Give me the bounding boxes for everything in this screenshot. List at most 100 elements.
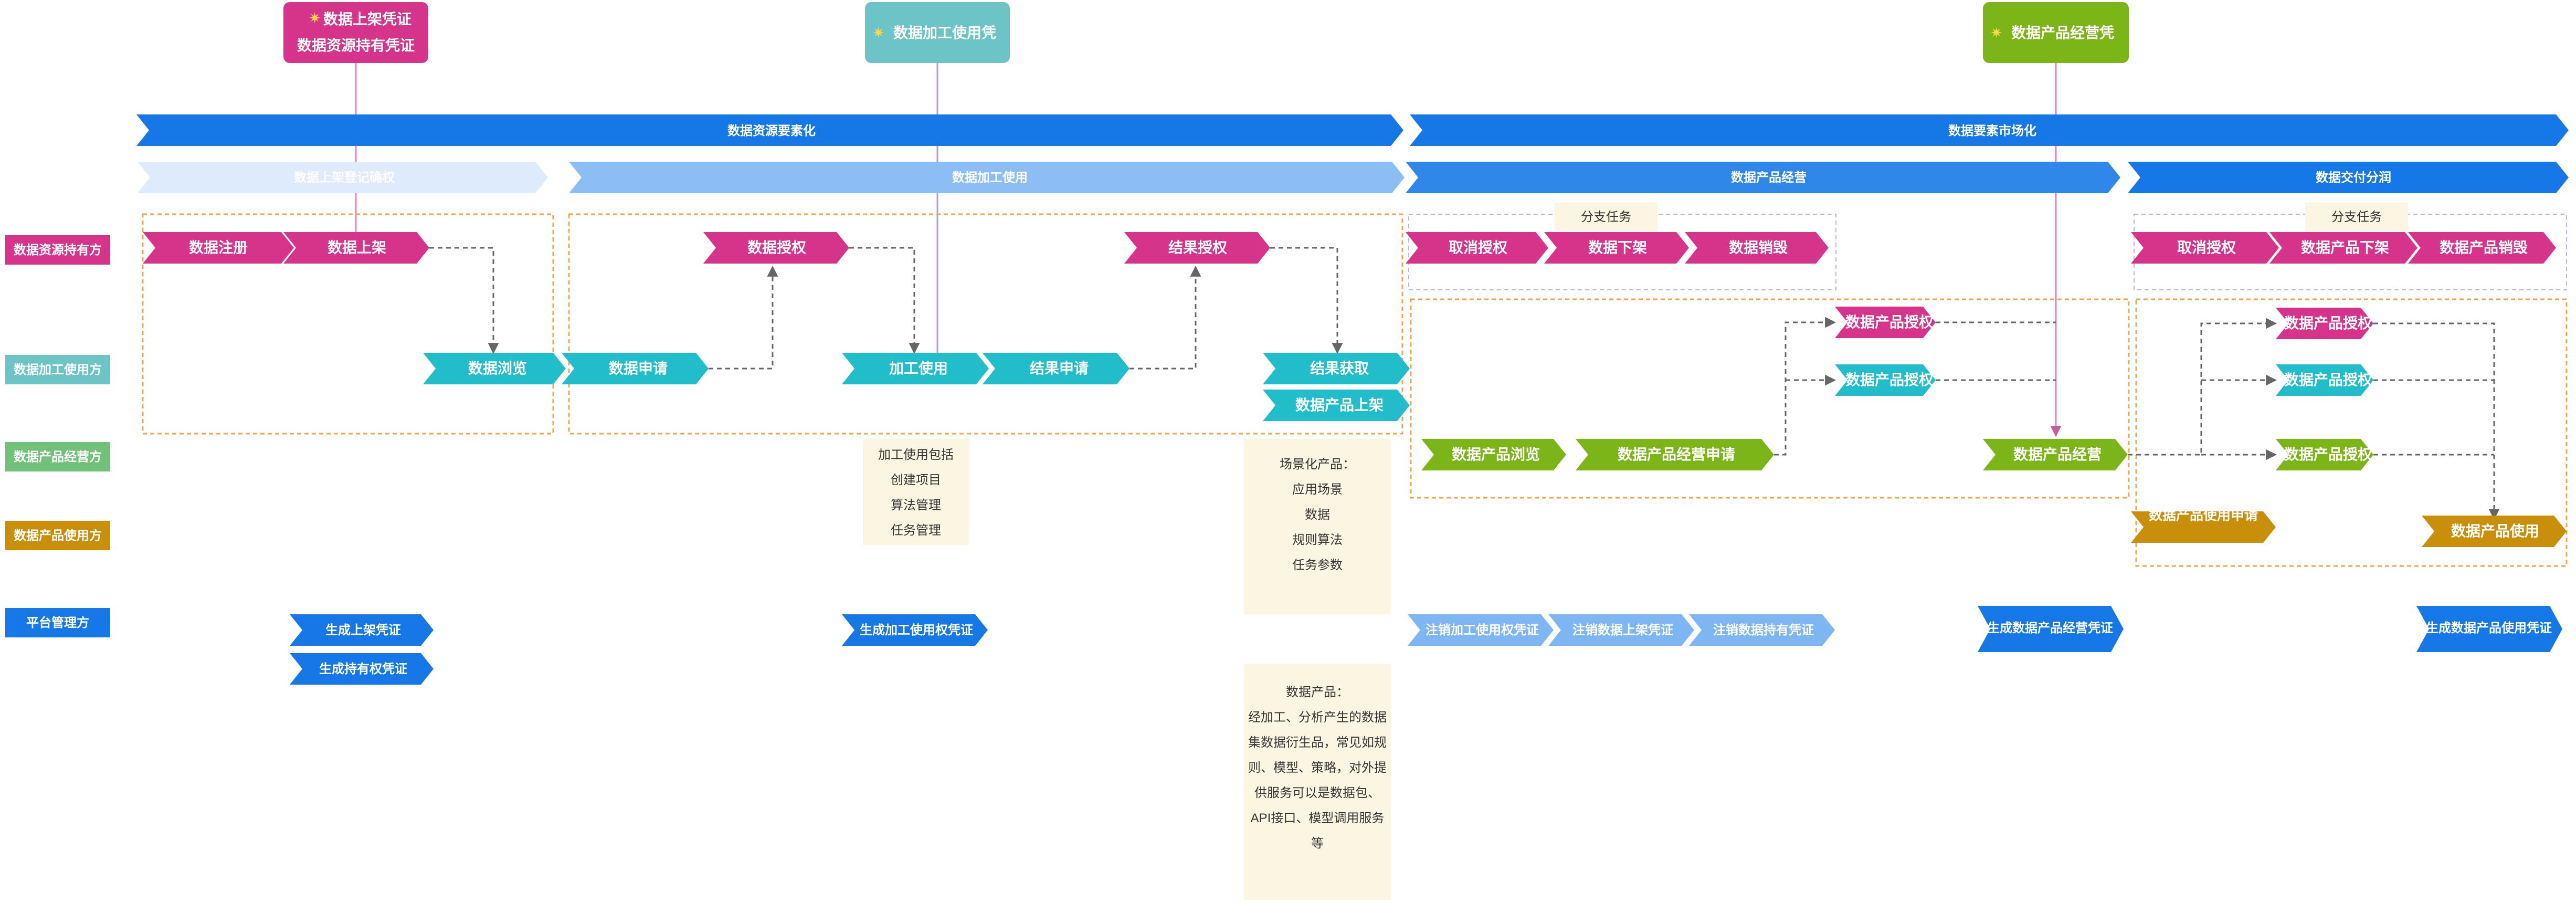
phase-bar-resource <box>136 114 1403 146</box>
subphase-bar-register <box>138 162 548 193</box>
step-process-use-label: 加工使用 <box>889 360 948 376</box>
step-gen-product-use-voucher[interactable]: 生成数据产品使用凭证 <box>2416 606 2562 652</box>
step-process-use[interactable]: 加工使用 <box>842 353 989 384</box>
branch-tag-1: 分支任务 <box>1581 210 1631 224</box>
step-gen-process-voucher-label: 生成加工使用权凭证 <box>860 623 973 637</box>
phase-bar-market <box>1410 114 2569 146</box>
step-product-operate[interactable]: 数据产品经营 <box>1983 439 2128 470</box>
step-product-auth-operator-2[interactable]: 数据产品授权 <box>2276 439 2373 470</box>
step-product-browse[interactable]: 数据产品浏览 <box>1421 439 1566 470</box>
phase-bar-resource-label: 数据资源要素化 <box>727 123 816 138</box>
step-authorize-label: 数据授权 <box>747 239 806 256</box>
role-platform-box <box>5 608 110 637</box>
note-scenario-line: 场景化产品： <box>1280 457 1355 471</box>
note-product-line: 数据产品： <box>1286 685 1349 699</box>
note-processing-box <box>863 439 969 545</box>
step-revoke-hold[interactable]: 注销数据持有凭证 <box>1689 614 1835 646</box>
step-product-browse-label: 数据产品浏览 <box>1452 446 1540 463</box>
holder-row: 数据注册 数据上架 数据授权 结果授权 取消授权 数据下架 数据销毁 取消授权 <box>143 232 2556 339</box>
step-product-delist[interactable]: 数据产品下架 <box>2269 232 2417 264</box>
note-product-line: 等 <box>1311 836 1324 851</box>
subphase-operation-label: 数据产品经营 <box>1731 170 1807 185</box>
step-revoke-process[interactable]: 注销加工使用权凭证 <box>1408 614 1554 646</box>
operator-row: 数据产品浏览 数据产品经营申请 数据产品经营 数据产品授权 <box>1421 439 2373 470</box>
step-gen-list-voucher[interactable]: 生成上架凭证 <box>290 614 434 646</box>
subphase-bar-processing <box>569 162 1405 193</box>
branch-tags: 分支任务 分支任务 <box>1555 203 2408 231</box>
voucher-list-title: 数据上架凭证 <box>323 11 411 27</box>
step-product-list[interactable]: 数据产品上架 <box>1263 390 1410 421</box>
step-gen-process-voucher[interactable]: 生成加工使用权凭证 <box>842 614 988 646</box>
step-product-op-apply[interactable]: 数据产品经营申请 <box>1576 439 1774 470</box>
step-product-auth-holder[interactable]: 数据产品授权 <box>1835 307 1936 338</box>
voucher-list-box <box>283 2 428 63</box>
step-product-destroy[interactable]: 数据产品销毁 <box>2408 232 2556 264</box>
step-product-op-apply-label: 数据产品经营申请 <box>1618 446 1735 463</box>
step-list[interactable]: 数据上架 <box>283 232 429 264</box>
star-icon: ✷ <box>309 10 321 26</box>
note-product-line: 经加工、分析产生的数据 <box>1248 710 1387 725</box>
step-result-apply[interactable]: 结果申请 <box>983 353 1129 384</box>
step-product-destroy-label: 数据产品销毁 <box>2440 239 2528 256</box>
note-scenario-line: 数据 <box>1305 508 1330 522</box>
note-product-line: 集数据衍生品，常见如规 <box>1248 736 1387 750</box>
connector-auth-use-a <box>2373 322 2500 520</box>
step-product-auth-holder-label: 数据产品授权 <box>1845 314 1934 330</box>
voucher-process-box <box>865 2 1010 63</box>
step-product-use[interactable]: 数据产品使用 <box>2422 516 2567 547</box>
group-operation <box>1410 298 2130 499</box>
step-delist[interactable]: 数据下架 <box>1544 232 1689 264</box>
step-product-auth-holder-2[interactable]: 数据产品授权 <box>2276 308 2373 339</box>
step-product-delist-label: 数据产品下架 <box>2301 239 2389 256</box>
note-scenario-line: 应用场景 <box>1292 483 1343 497</box>
step-destroy[interactable]: 数据销毁 <box>1685 232 1829 264</box>
step-result-auth[interactable]: 结果授权 <box>1124 232 1270 264</box>
connector-apply-auth <box>709 265 778 370</box>
note-processing: 加工使用包括 创建项目 算法管理 任务管理 <box>863 439 969 545</box>
note-product: 数据产品： 经加工、分析产生的数据 集数据衍生品，常见如规 则、模型、策略，对外… <box>1244 664 1391 900</box>
step-product-use-label: 数据产品使用 <box>2451 523 2539 539</box>
role-labels: 数据资源持有方 数据加工使用方 数据产品经营方 数据产品使用方 平台管理方 <box>5 235 110 637</box>
step-gen-list-voucher-label: 生成上架凭证 <box>325 623 401 637</box>
connector-operate-auth-a <box>2128 318 2277 456</box>
step-product-auth-processor-2[interactable]: 数据产品授权 <box>2276 364 2373 396</box>
note-scenario-box <box>1244 439 1391 614</box>
subphase-bar-operation <box>1406 162 2120 193</box>
voucher-list: ✷ 数据上架凭证 数据资源持有凭证 <box>283 2 428 63</box>
step-result-get[interactable]: 结果获取 <box>1263 353 1410 384</box>
step-browse[interactable]: 数据浏览 <box>423 353 566 384</box>
role-processor-label: 数据加工使用方 <box>14 362 102 377</box>
step-result-auth-label: 结果授权 <box>1168 239 1227 256</box>
step-cancel-auth-label: 取消授权 <box>1449 239 1507 256</box>
role-operator-label: 数据产品经营方 <box>14 449 102 464</box>
step-cancel-auth[interactable]: 取消授权 <box>1406 232 1548 264</box>
role-holder-box <box>5 235 110 265</box>
step-revoke-hold-label: 注销数据持有凭证 <box>1713 623 1814 637</box>
step-gen-product-use-voucher-label: 生成数据产品使用凭证 <box>2426 621 2552 635</box>
subphase-processing-label: 数据加工使用 <box>952 171 1028 185</box>
step-product-auth-processor[interactable]: 数据产品授权 <box>1835 364 1936 396</box>
branch-tag-2: 分支任务 <box>2331 210 2382 224</box>
step-gen-product-op-voucher-label: 生成数据产品经营凭证 <box>1987 621 2113 635</box>
step-authorize[interactable]: 数据授权 <box>703 232 849 264</box>
step-product-auth-operator-2-label: 数据产品授权 <box>2284 446 2372 463</box>
voucher-operate-title: 数据产品经营凭 <box>2011 24 2114 41</box>
step-apply[interactable]: 数据申请 <box>562 353 709 384</box>
star-icon: ✷ <box>872 25 884 41</box>
note-product-box <box>1244 664 1391 900</box>
step-revoke-list[interactable]: 注销数据上架凭证 <box>1548 614 1694 646</box>
step-cancel-auth-2[interactable]: 取消授权 <box>2131 232 2279 264</box>
voucher-process-title: 数据加工使用凭 <box>893 25 996 41</box>
step-gen-hold-voucher[interactable]: 生成持有权凭证 <box>290 653 434 685</box>
step-register[interactable]: 数据注册 <box>143 232 294 264</box>
note-product-line: API接口、模型调用服务 <box>1251 811 1385 825</box>
platform-row: 生成上架凭证 生成持有权凭证 生成加工使用权凭证 注销加工使用权凭证 注销数据上… <box>290 606 2562 685</box>
connector-opapply-auth1 <box>1774 317 1836 456</box>
connector-list-browse <box>429 247 499 354</box>
step-product-use-apply-label: 数据产品使用申请 <box>2149 507 2258 523</box>
step-register-label: 数据注册 <box>189 239 248 256</box>
voucher-list-subtitle: 数据资源持有凭证 <box>297 37 415 54</box>
step-gen-product-op-voucher[interactable]: 生成数据产品经营凭证 <box>1978 606 2124 652</box>
note-processing-line: 加工使用包括 <box>878 448 954 462</box>
step-product-use-apply[interactable]: 数据产品使用申请 <box>2131 507 2276 543</box>
